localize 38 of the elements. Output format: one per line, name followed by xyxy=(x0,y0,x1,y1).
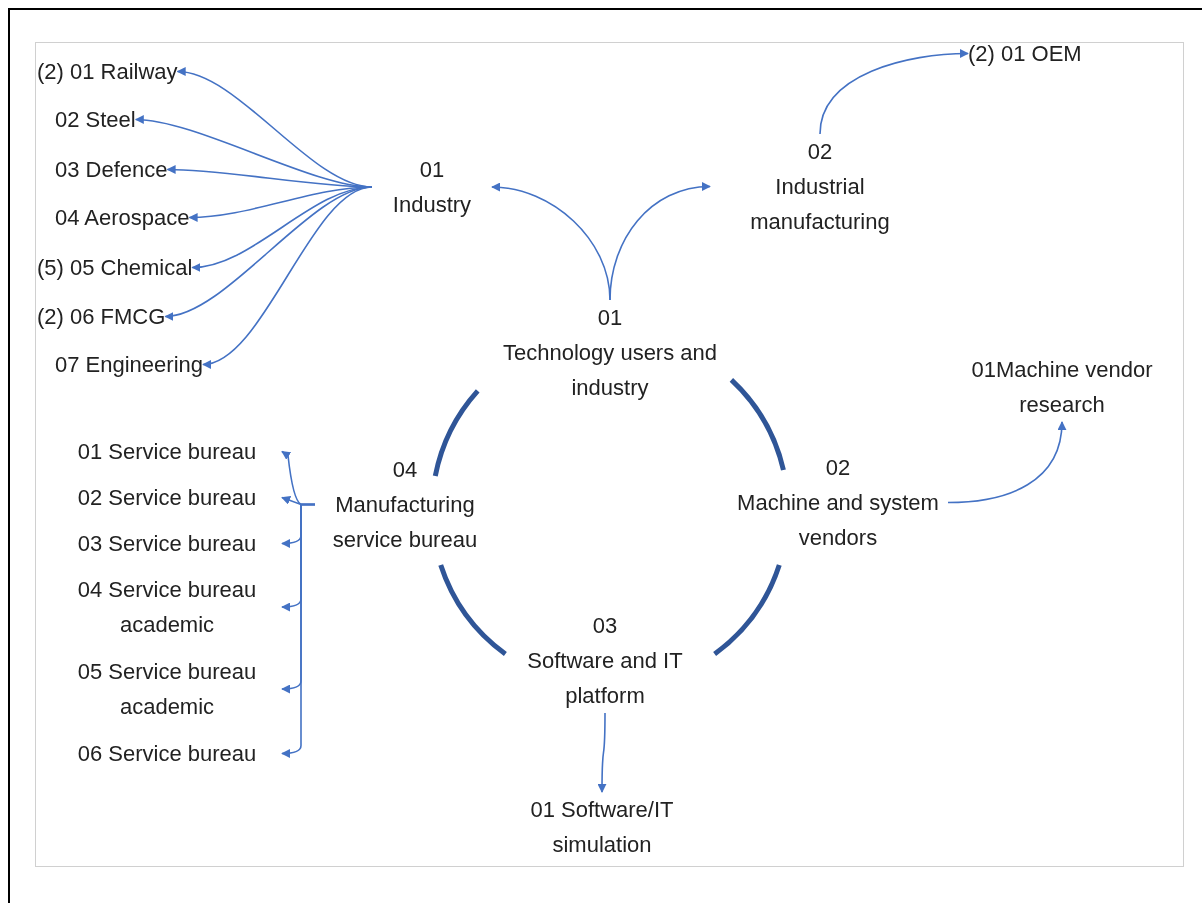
cycle-arc xyxy=(729,378,786,471)
node-label: 07 Engineering xyxy=(55,347,203,382)
arrow xyxy=(597,712,607,793)
node-label: 01 Software/IT simulation xyxy=(492,792,712,862)
arrow xyxy=(202,186,373,367)
node-label: 01Machine vendor research xyxy=(944,352,1180,422)
node-label: Software and IT platform xyxy=(526,647,684,710)
node-label: (2) 01 OEM xyxy=(968,36,1082,71)
node-number: 03 xyxy=(592,612,618,640)
cycle-arc xyxy=(713,564,782,656)
node-label: 01 Service bureau xyxy=(52,434,282,469)
node-label: (2) 01 Railway xyxy=(37,54,178,89)
node-label: Industry xyxy=(392,191,472,219)
node-label: 05 Service bureau academic xyxy=(52,654,282,724)
node-label: 03 Defence xyxy=(55,152,168,187)
cycle-arc xyxy=(438,564,507,656)
node-label: Industrial manufacturing xyxy=(749,173,891,236)
cycle-arc xyxy=(432,389,480,477)
arrow xyxy=(819,49,969,135)
node-label: (2) 06 FMCG xyxy=(37,299,166,334)
node-label: (5) 05 Chemical xyxy=(37,250,193,285)
node-number: 02 xyxy=(807,138,833,166)
node-label: 06 Service bureau xyxy=(52,736,282,771)
node-label: 02 Steel xyxy=(55,102,136,137)
arrow xyxy=(947,421,1066,504)
node-number: 04 xyxy=(392,456,418,484)
node-label: 03 Service bureau xyxy=(52,526,282,561)
node-label: Technology users and industry xyxy=(502,339,718,402)
node-label: 04 Aerospace xyxy=(55,200,190,235)
node-number: 01 xyxy=(419,156,445,184)
node-number: 02 xyxy=(825,454,851,482)
arrow xyxy=(609,182,711,301)
arrow xyxy=(281,503,316,758)
node-label: Machine and system vendors xyxy=(736,489,940,552)
node-label: 02 Service bureau xyxy=(52,480,282,515)
node-label: 04 Service bureau academic xyxy=(52,572,282,642)
node-number: 01 xyxy=(597,304,623,332)
node-label: Manufacturing service bureau xyxy=(331,491,479,554)
